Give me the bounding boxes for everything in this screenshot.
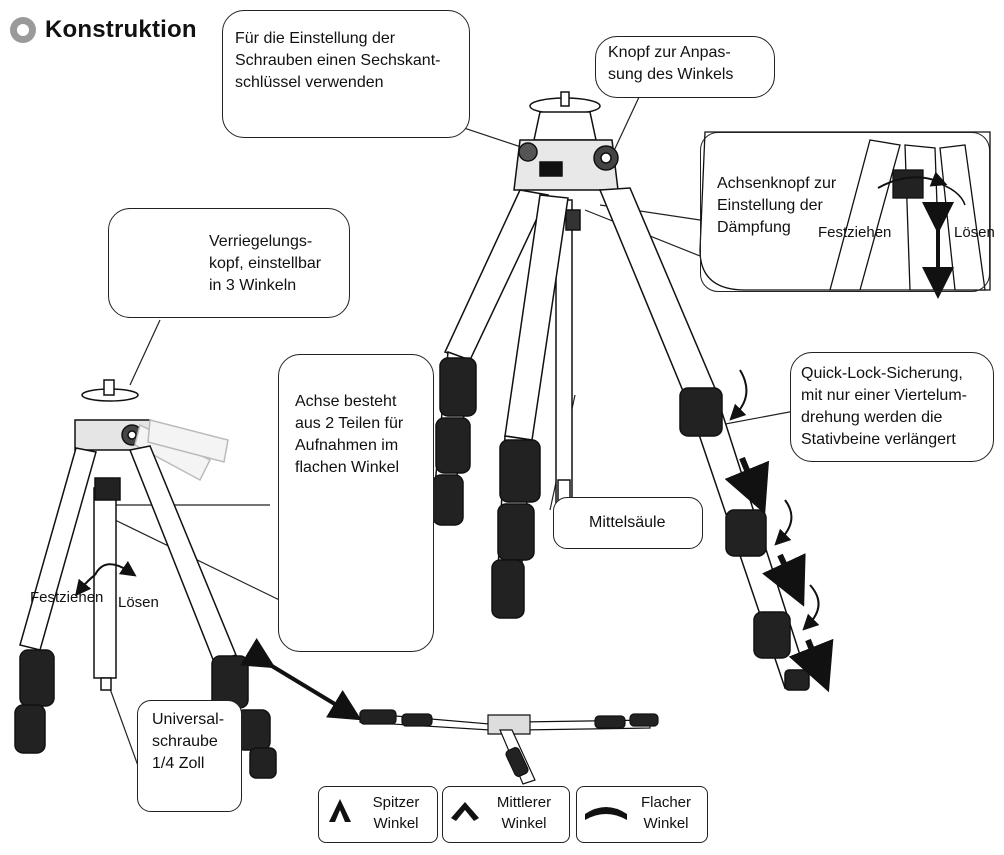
hex-key-callout: Für die Einstellung der Schrauben einen … <box>222 10 470 138</box>
acute-angle-icon <box>329 799 351 822</box>
angle-option-medium: Mittlerer Winkel <box>442 786 570 843</box>
loosen-label-left: Lösen <box>118 594 159 611</box>
locking-head-callout: Verriegelungs- kopf, einstellbar in 3 Wi… <box>108 208 350 318</box>
main-tripod <box>431 91 810 691</box>
axis-knob-inset <box>699 131 991 299</box>
flat-position-arrow <box>240 638 362 721</box>
angle-option-flat: Flacher Winkel <box>576 786 708 843</box>
center-column-callout: Mittelsäule <box>553 497 703 549</box>
twist-arrows <box>729 369 820 631</box>
angle-knob-callout: Knopf zur Anpas- sung des Winkels <box>595 36 775 98</box>
two-part-axis-text: Achse besteht aus 2 Teilen für Aufnahmen… <box>295 393 404 476</box>
angle-label-medium: Mittlerer Winkel <box>496 794 552 832</box>
flat-tripod <box>359 709 659 785</box>
tighten-label-left: Festziehen <box>30 589 104 606</box>
angle-label-acute: Spitzer Winkel <box>372 794 420 832</box>
section-title-text: Konstruktion <box>45 16 197 43</box>
section-title: Konstruktion <box>10 16 197 44</box>
two-part-axis-callout: Achse besteht aus 2 Teilen für Aufnahmen… <box>278 354 434 652</box>
left-twist-arrow <box>75 560 137 597</box>
tighten-label-right: Festziehen <box>818 224 892 241</box>
medium-angle-icon <box>451 802 479 821</box>
angle-option-acute: Spitzer Winkel <box>318 786 438 843</box>
quick-lock-callout: Quick-Lock-Sicherung, mit nur einer Vier… <box>790 352 994 462</box>
universal-screw-callout: Universal- schraube 1/4 Zoll <box>137 700 242 812</box>
axis-knob-callout: Achsenknopf zur Einstellung der Dämpfung <box>700 132 990 292</box>
axis-knob-callout-text: Achsenknopf zur Einstellung der Dämpfung <box>717 175 837 236</box>
loosen-label-right: Lösen <box>954 224 995 241</box>
flat-angle-icon <box>585 807 627 820</box>
angle-label-flat: Flacher Winkel <box>640 794 692 832</box>
extend-arrows <box>724 456 834 693</box>
bullet-circle-icon <box>10 17 36 43</box>
